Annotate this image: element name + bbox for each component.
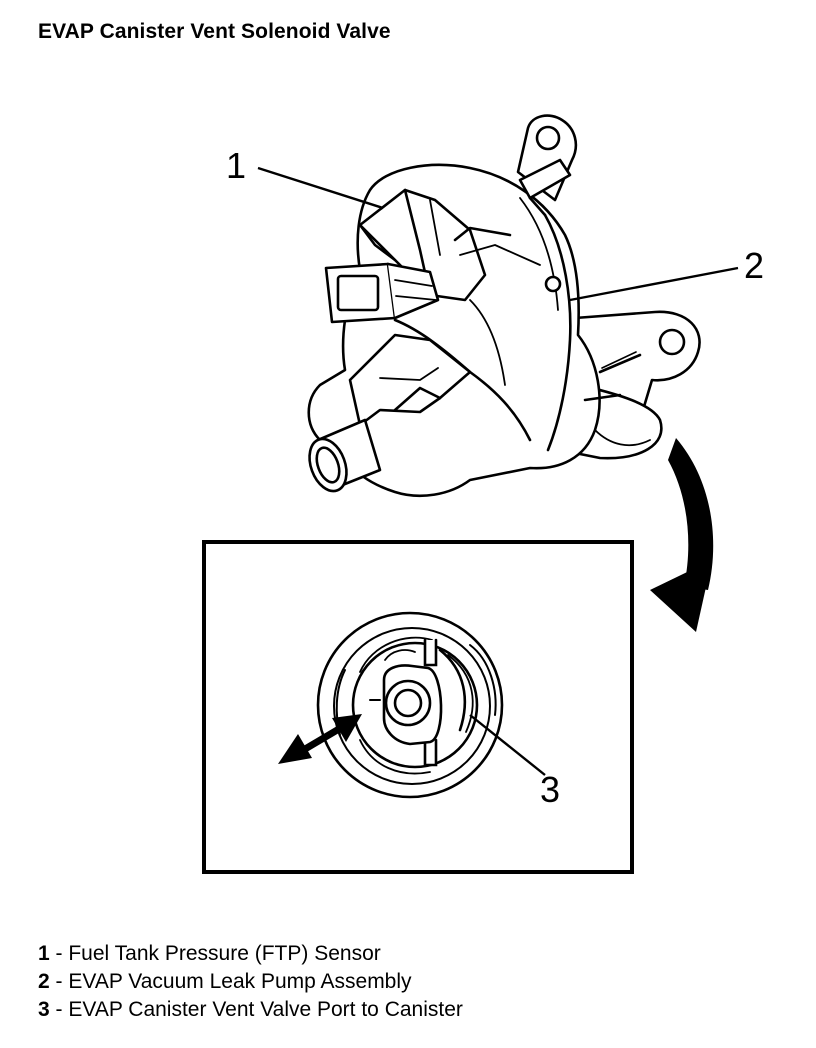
- legend-item-2: 2 - EVAP Vacuum Leak Pump Assembly: [38, 968, 463, 996]
- legend-item-1: 1 - Fuel Tank Pressure (FTP) Sensor: [38, 940, 463, 968]
- legend-item-3: 3 - EVAP Canister Vent Valve Port to Can…: [38, 996, 463, 1024]
- double-arrow-icon: [278, 714, 362, 764]
- legend-number: 1: [38, 942, 50, 965]
- legend-number: 3: [38, 998, 50, 1021]
- callout-2: 2: [744, 245, 764, 286]
- leader-line-2: [569, 266, 739, 302]
- legend-text: EVAP Vacuum Leak Pump Assembly: [68, 970, 412, 993]
- flange-bolt-hole: [658, 328, 686, 356]
- legend-separator: -: [49, 942, 69, 965]
- evap-diagram: 1 2 3: [202, 114, 764, 874]
- legend: 1 - Fuel Tank Pressure (FTP) Sensor 2 - …: [38, 940, 463, 1024]
- callout-1: 1: [226, 145, 246, 186]
- legend-separator: -: [49, 998, 69, 1021]
- rotation-arrow-icon: [650, 438, 714, 632]
- legend-separator: -: [49, 970, 69, 993]
- legend-text: Fuel Tank Pressure (FTP) Sensor: [68, 942, 381, 965]
- evap-pump-assembly-drawing: [307, 114, 701, 498]
- callout-3: 3: [540, 769, 560, 810]
- housing-bolt: [544, 275, 562, 293]
- leader-line-1: [257, 166, 384, 210]
- legend-text: EVAP Canister Vent Valve Port to Caniste…: [68, 998, 463, 1021]
- leader-line-3: [469, 714, 546, 776]
- page-title: EVAP Canister Vent Solenoid Valve: [38, 20, 391, 43]
- canister-port-detail-drawing: [316, 611, 504, 799]
- legend-number: 2: [38, 970, 50, 993]
